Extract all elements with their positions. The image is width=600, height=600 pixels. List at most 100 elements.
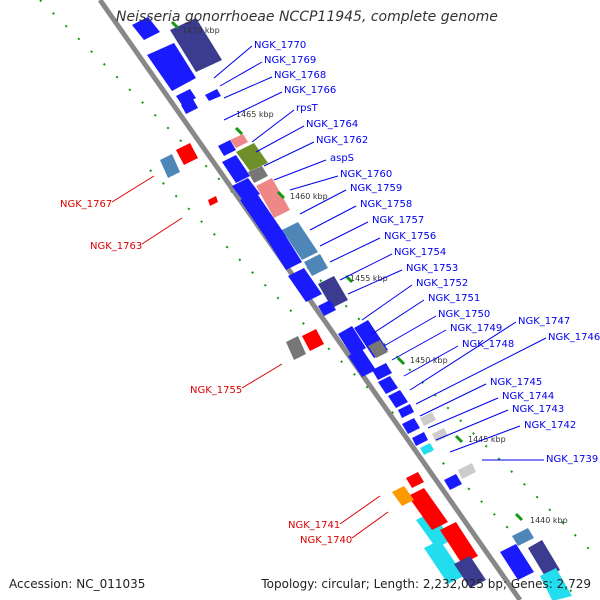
tick-label: 1440 kbp (530, 516, 568, 525)
gene-feature[interactable] (416, 512, 452, 548)
gene-feature[interactable] (160, 154, 180, 178)
gene-feature[interactable] (318, 276, 348, 308)
gene-feature[interactable] (392, 486, 414, 506)
gene-feature[interactable] (176, 143, 198, 165)
gene-feature[interactable] (444, 474, 462, 490)
gene-feature[interactable] (240, 192, 286, 244)
tick-label: 1455 kbp (350, 274, 388, 283)
gene-label[interactable]: NGK_1749 (450, 323, 502, 334)
gene-label[interactable]: NGK_1770 (254, 40, 306, 51)
gene-feature[interactable] (176, 89, 196, 105)
gene-label[interactable]: NGK_1753 (406, 263, 458, 274)
gene-label[interactable]: NGK_1764 (306, 119, 358, 130)
tick-mark (454, 434, 464, 444)
gene-feature[interactable] (424, 540, 464, 584)
gene-label[interactable]: NGK_1746 (548, 332, 600, 343)
gene-label[interactable]: NGK_1752 (416, 278, 468, 289)
tick-mark (234, 126, 244, 136)
gene-feature[interactable] (540, 568, 572, 600)
gene-feature[interactable] (368, 340, 388, 358)
gene-feature[interactable] (440, 522, 478, 564)
right-gene-labels: NGK_1770 NGK_1769 NGK_1768 NGK_1766 rpsT… (213, 40, 600, 465)
gene-feature[interactable] (432, 428, 448, 442)
gene-label[interactable]: NGK_1768 (274, 70, 326, 81)
gene-feature[interactable] (256, 178, 290, 218)
gene-label[interactable]: NGK_1740 (300, 535, 352, 546)
gene-label[interactable]: aspS (330, 153, 354, 164)
tick-mark (514, 512, 524, 522)
gene-feature[interactable] (348, 349, 376, 377)
gene-feature[interactable] (218, 140, 236, 156)
gene-feature[interactable] (147, 43, 196, 91)
gene-label[interactable]: NGK_1748 (462, 339, 514, 350)
gene-feature[interactable] (222, 155, 250, 183)
gene-feature[interactable] (512, 528, 534, 546)
gene-label[interactable]: NGK_1741 (288, 520, 340, 531)
gene-label[interactable]: NGK_1763 (90, 241, 142, 252)
gene-feature[interactable] (236, 143, 268, 171)
gene-label[interactable]: NGK_1742 (524, 420, 576, 431)
gene-feature[interactable] (132, 17, 160, 40)
tick-labels: 1470 kbp 1465 kbp 1460 kbp 1455 kbp 1450… (182, 26, 568, 525)
gene-feature[interactable] (248, 166, 268, 183)
gene-feature[interactable] (266, 230, 302, 270)
gene-feature[interactable] (338, 326, 366, 356)
gene-label[interactable]: NGK_1743 (512, 404, 564, 415)
gene-feature[interactable] (302, 329, 324, 351)
gene-label[interactable]: rpsT (296, 103, 319, 114)
gene-feature[interactable] (378, 376, 398, 394)
gene-feature[interactable] (372, 363, 392, 380)
gene-feature[interactable] (402, 418, 420, 434)
gene-label[interactable]: NGK_1757 (372, 215, 424, 226)
tick-label: 1460 kbp (290, 192, 328, 201)
gene-label[interactable]: NGK_1739 (546, 454, 598, 465)
gene-feature[interactable] (282, 222, 318, 260)
gene-label[interactable]: NGK_1751 (428, 293, 480, 304)
gene-feature[interactable] (500, 544, 534, 580)
gene-label[interactable]: NGK_1760 (340, 169, 392, 180)
gene-label[interactable]: NGK_1756 (384, 231, 436, 242)
gene-feature[interactable] (406, 472, 424, 488)
gene-label[interactable]: NGK_1767 (60, 199, 112, 210)
gene-feature[interactable] (420, 412, 436, 426)
genome-summary: Topology: circular; Length: 2,232,025 bp… (261, 577, 591, 591)
gene-feature[interactable] (412, 432, 428, 446)
gene-feature[interactable] (304, 254, 328, 276)
left-gene-labels: NGK_1767 NGK_1763 NGK_1755 NGK_1741 NGK_… (60, 175, 389, 546)
tick-label: 1465 kbp (236, 110, 274, 119)
gene-feature[interactable] (286, 336, 306, 360)
gene-feature[interactable] (420, 443, 434, 455)
gene-label[interactable]: NGK_1744 (502, 391, 554, 402)
gene-feature[interactable] (398, 404, 414, 418)
gene-feature[interactable] (181, 99, 198, 114)
tick-mark (170, 20, 180, 30)
tick-mark (396, 356, 406, 366)
gene-feature[interactable] (230, 134, 248, 148)
genome-title: Neisseria gonorrhoeae NCCP11945, complet… (116, 9, 498, 25)
gene-feature[interactable] (454, 556, 486, 588)
gene-label[interactable]: NGK_1769 (264, 55, 316, 66)
gene-label[interactable]: NGK_1758 (360, 199, 412, 210)
gene-label[interactable]: NGK_1747 (518, 316, 570, 327)
gene-feature[interactable] (458, 463, 476, 479)
gene-label[interactable]: NGK_1762 (316, 135, 368, 146)
gene-feature[interactable] (170, 18, 222, 72)
tick-marks (170, 20, 524, 522)
gene-feature[interactable] (408, 488, 448, 530)
gene-feature[interactable] (528, 540, 560, 578)
tick-label: 1450 kbp (410, 356, 448, 365)
gene-feature[interactable] (288, 268, 322, 302)
gene-label[interactable]: NGK_1745 (490, 377, 542, 388)
gene-feature[interactable] (208, 196, 218, 206)
tick-label: 1445 kbp (468, 435, 506, 444)
gene-feature[interactable] (205, 89, 221, 101)
gene-feature[interactable] (318, 300, 336, 316)
gene-feature[interactable] (388, 390, 408, 408)
gene-label[interactable]: NGK_1750 (438, 309, 490, 320)
gene-label[interactable]: NGK_1766 (284, 85, 336, 96)
gene-label[interactable]: NGK_1754 (394, 247, 446, 258)
gene-label[interactable]: NGK_1755 (190, 385, 242, 396)
gene-label[interactable]: NGK_1759 (350, 183, 402, 194)
tick-label: 1470 kbp (182, 26, 220, 35)
